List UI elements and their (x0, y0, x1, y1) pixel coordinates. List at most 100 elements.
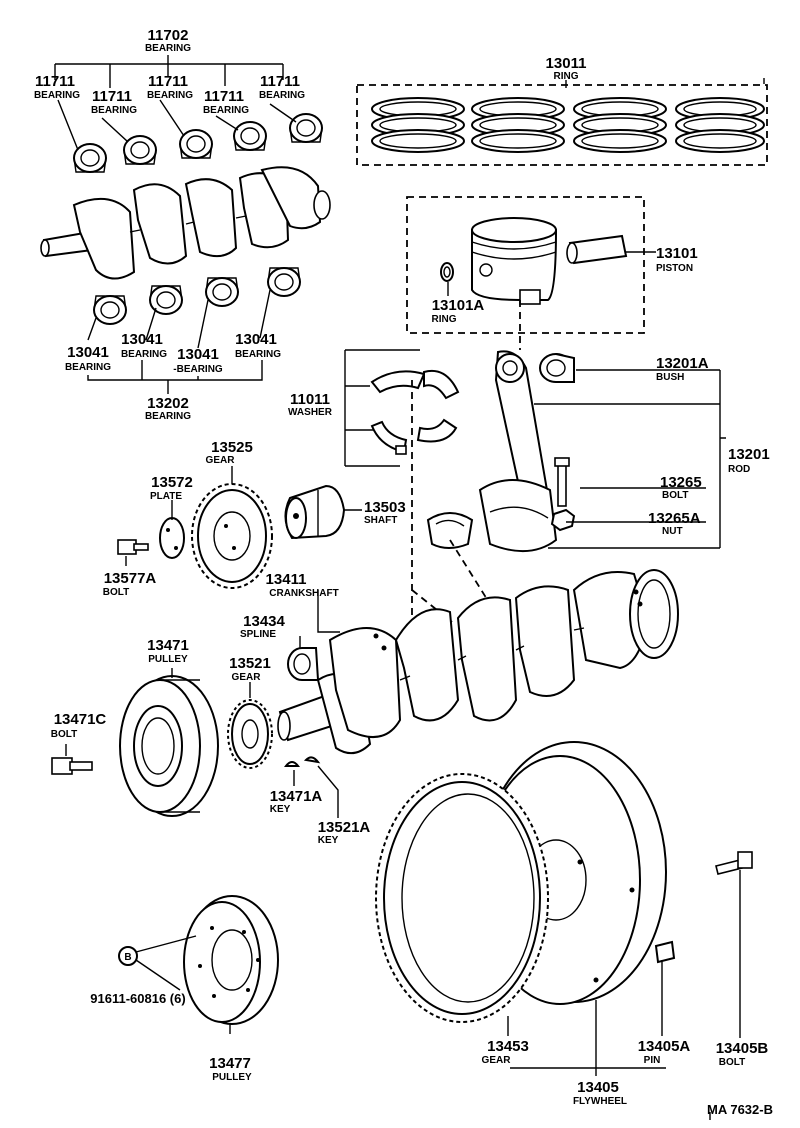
svg-text:NUT: NUT (662, 526, 683, 537)
label-13525: 13525 GEAR (206, 439, 253, 466)
label-13101: 13101 PISTON (656, 245, 698, 274)
svg-text:GEAR: GEAR (482, 1055, 512, 1066)
svg-text:13265: 13265 (660, 474, 702, 491)
piston-snap-ring (440, 262, 454, 282)
svg-text:11711: 11711 (35, 73, 75, 90)
rod-bearing (426, 512, 474, 549)
svg-text:13503: 13503 (364, 499, 406, 516)
svg-text:KEY: KEY (318, 835, 339, 846)
label-13521A: 13521A KEY (318, 819, 371, 846)
ring-set-dashed-box (356, 84, 768, 166)
svg-text:KEY: KEY (270, 804, 291, 815)
svg-text:13434: 13434 (243, 613, 285, 630)
thrust-washers (370, 370, 460, 455)
piston-ring-set (371, 97, 765, 153)
svg-text:13572: 13572 (151, 474, 193, 491)
svg-text:13101A: 13101A (432, 297, 485, 314)
label-13041-b: 13041 BEARING (121, 331, 167, 360)
label-13202: 13202 BEARING (145, 395, 191, 422)
woodruff-keys (283, 756, 321, 767)
svg-text:13041: 13041 (121, 331, 163, 348)
svg-text:13405A: 13405A (638, 1038, 691, 1055)
flywheel-bolt (715, 851, 753, 875)
svg-text:13471A: 13471A (270, 788, 323, 805)
label-13471: 13471 PULLEY (147, 637, 189, 665)
svg-text:13101: 13101 (656, 245, 698, 262)
svg-text:-BEARING: -BEARING (173, 364, 223, 375)
svg-text:13477: 13477 (209, 1055, 251, 1072)
label-13521: 13521 GEAR (229, 655, 271, 683)
lower-main-bearings (93, 267, 301, 325)
label-13577A: 13577A BOLT (103, 570, 157, 598)
svg-text:GEAR: GEAR (206, 455, 236, 466)
label-13471C: 13471C BOLT (51, 711, 107, 740)
svg-text:RING: RING (432, 314, 457, 325)
svg-text:BOLT: BOLT (719, 1057, 745, 1068)
label-13201: 13201 ROD (728, 446, 770, 475)
svg-text:13265A: 13265A (648, 510, 701, 527)
label-13411: 13411 CRANKSHAFT (266, 571, 339, 599)
label-13572: 13572 PLATE (150, 474, 193, 502)
connecting-rod (478, 350, 558, 553)
label-13011: 13011 RING (546, 55, 587, 82)
svg-text:WASHER: WASHER (288, 407, 333, 418)
crankshaft (277, 569, 679, 755)
svg-text:SHAFT: SHAFT (364, 515, 397, 526)
label-13405A: 13405A PIN (638, 1038, 691, 1066)
svg-text:13471: 13471 (147, 637, 189, 654)
label-13453: 13453 GEAR (482, 1038, 529, 1066)
svg-text:11702: 11702 (148, 27, 189, 44)
label-13041-a: 13041 BEARING (65, 344, 111, 373)
label-13434: 13434 SPLINE (240, 613, 286, 640)
svg-text:RING: RING (554, 71, 579, 82)
gear-bolt (117, 539, 149, 555)
crank-timing-gear (227, 699, 273, 769)
pulley-bolt (51, 757, 93, 775)
svg-text:13577A: 13577A (104, 570, 157, 587)
svg-text:BOLT: BOLT (51, 729, 77, 740)
label-11711-d: 11711 BEARING (203, 88, 249, 116)
svg-text:BEARING: BEARING (34, 90, 80, 101)
svg-text:11711: 11711 (92, 88, 132, 105)
svg-text:BEARING: BEARING (203, 105, 249, 116)
svg-text:PULLEY: PULLEY (212, 1072, 252, 1083)
svg-text:BEARING: BEARING (147, 90, 193, 101)
svg-text:BEARING: BEARING (145, 43, 191, 54)
svg-text:GEAR: GEAR (232, 672, 262, 683)
label-11011: 11011 WASHER (288, 391, 333, 418)
ring-gear (375, 773, 549, 1023)
svg-text:BOLT: BOLT (103, 587, 129, 598)
svg-text:11711: 11711 (148, 73, 188, 90)
svg-text:11711: 11711 (204, 88, 244, 105)
svg-text:11711: 11711 (260, 73, 300, 90)
label-13265A: 13265A NUT (648, 510, 701, 537)
cam-drive-gear (191, 483, 273, 589)
svg-text:13201A: 13201A (656, 355, 709, 372)
label-11702: 11702 BEARING (145, 27, 191, 54)
label-13405: 13405 FLYWHEEL (573, 1079, 627, 1107)
thrust-plate (159, 517, 185, 559)
idler-shaft (284, 484, 346, 540)
svg-text:11011: 11011 (290, 391, 330, 408)
svg-text:BEARING: BEARING (145, 411, 191, 422)
label-13477: 13477 PULLEY (209, 1055, 252, 1083)
svg-text:CRANKSHAFT: CRANKSHAFT (269, 588, 338, 599)
label-13041-c: 13041 -BEARING (173, 346, 223, 375)
svg-text:91611-60816 (6): 91611-60816 (6) (90, 991, 185, 1006)
label-13101A: 13101A RING (432, 297, 485, 325)
svg-text:13411: 13411 (266, 571, 307, 588)
svg-text:13405: 13405 (577, 1079, 619, 1096)
label-13201A: 13201A BUSH (656, 355, 709, 383)
svg-text:B: B (124, 952, 131, 963)
svg-text:PULLEY: PULLEY (148, 654, 188, 665)
label-13265: 13265 BOLT (660, 474, 702, 501)
accessory-pulley (183, 895, 279, 1025)
svg-text:13525: 13525 (211, 439, 253, 456)
flywheel-pin (654, 940, 676, 964)
svg-text:13521: 13521 (229, 655, 271, 672)
label-13041-d: 13041 BEARING (235, 331, 281, 360)
label-91611: B 91611-60816 (6) (90, 952, 185, 1006)
label-13471A: 13471A KEY (270, 788, 323, 815)
label-11711-a: 11711 BEARING (34, 73, 80, 101)
